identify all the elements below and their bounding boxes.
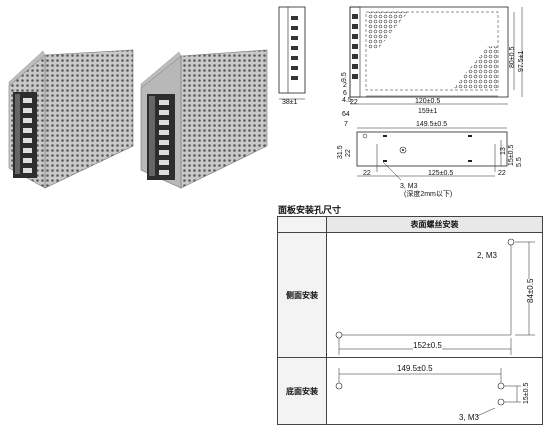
bottom-mount-dim-v: 15±0.5 — [523, 382, 530, 404]
dim-bottom-31-5: 31.5 — [337, 145, 344, 159]
bottom-view-drawing — [356, 127, 508, 181]
dim-height-97: 97.5±1 — [518, 50, 525, 72]
side-mount-dim-h: 152±0.5 — [413, 341, 442, 350]
dim-bottom-64: 64 — [342, 111, 350, 118]
panel-section-title: 面板安装孔尺寸 — [278, 205, 342, 215]
dim-small-9-5: 9.5 — [341, 72, 348, 82]
row-label-side: 侧面安装 — [277, 232, 327, 358]
dim-bottom-125: 125±0.5 — [428, 170, 454, 177]
dim-bottom-149: 149.5±0.5 — [416, 121, 448, 128]
dim-length-total: 159±1 — [418, 108, 438, 115]
bottom-mount-diagram — [335, 368, 521, 417]
dim-bottom-13: 13 — [500, 147, 507, 155]
dim-small-6: 6 — [343, 90, 347, 97]
bottom-mount-screw-note: 3, M3 — [459, 413, 480, 422]
dim-length-inner: 120±0.5 — [415, 98, 441, 105]
dim-bottom-7: 7 — [344, 121, 348, 128]
dim-offset-22: 22 — [350, 99, 358, 106]
dim-bottom-22-c: 22 — [498, 170, 506, 177]
dim-small-2: 2 — [343, 82, 347, 89]
side-mount-dim-v: 84±0.5 — [526, 278, 535, 303]
note-m3-count: 3, M3 — [400, 183, 418, 190]
side-view-drawing — [278, 6, 306, 100]
side-mount-diagram — [335, 238, 535, 355]
bottom-mount-dim-h: 149.5±0.5 — [397, 364, 433, 373]
product-photo-2 — [140, 49, 268, 189]
dim-bottom-15: 15±0.5 — [508, 144, 515, 166]
bottom-mount-cell: 149.5±0.5 15±0.5 3, M3 — [326, 357, 543, 425]
dim-small-4-5: 4.5 — [342, 97, 352, 104]
row-label-bottom: 底面安装 — [277, 357, 327, 425]
dim-bottom-5-5: 5.5 — [516, 157, 523, 167]
dim-height-80: 80±0.5 — [509, 46, 516, 68]
side-mount-cell: 2, M3 152±0.5 84±0.5 — [326, 232, 543, 358]
side-mount-screw-note: 2, M3 — [477, 251, 498, 260]
front-view-drawing — [349, 6, 523, 105]
mounting-table-header: 表面螺丝安装 — [326, 216, 543, 233]
mounting-table: 表面螺丝安装 侧面安装 2, M3 152±0.5 84±0.5 底面安装 — [277, 216, 543, 425]
dim-bottom-22-b: 22 — [363, 170, 371, 177]
dim-bottom-22-left: 22 — [345, 149, 352, 157]
note-m3-depth: (深度2mm以下) — [404, 191, 453, 198]
dim-depth-side: 38±1 — [282, 99, 298, 106]
product-photo-1 — [8, 49, 134, 189]
